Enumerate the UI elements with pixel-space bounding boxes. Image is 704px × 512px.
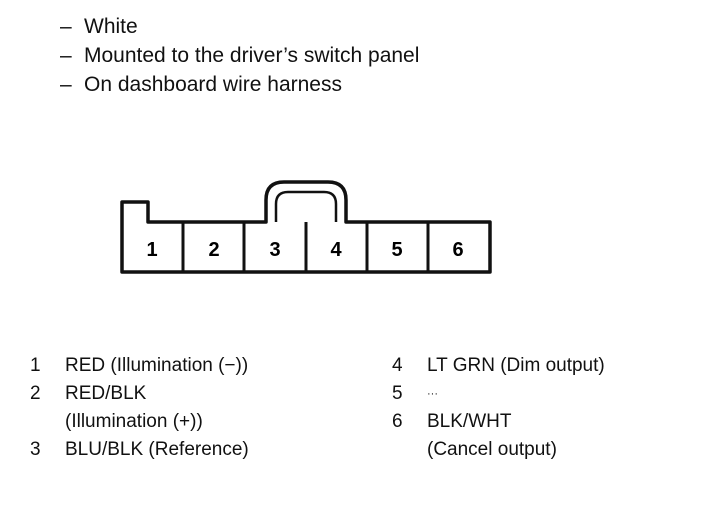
pin-list-left: 1 RED (Illumination (−)) 2 RED/BLK (Illu… [30,352,249,464]
pin-wire: RED (Illumination (−)) [65,355,249,376]
pin-row: 4 LT GRN (Dim output) [392,352,605,380]
pin-number: 2 [30,383,41,404]
pin-number: 1 [30,355,41,376]
pin-description: RED/BLK (Illumination (+)) [65,380,203,436]
pin-row: 2 RED/BLK (Illumination (+)) [30,380,249,436]
pin-cell-6: 6 [452,239,463,261]
pin-number: 5 [392,383,403,404]
pin-wire: BLK/WHT [427,411,512,433]
pin-description: BLU/BLK (Reference) [65,436,249,464]
note-color: –White [60,12,419,41]
pin-cell-5: 5 [391,239,402,261]
pin-number: 4 [392,355,403,376]
note-harness: –On dashboard wire harness [60,70,419,99]
pin-row: 6 BLK/WHT (Cancel output) [392,408,605,464]
note-dash: – [60,44,72,67]
note-dash: – [60,15,72,38]
pin-cell-4: 4 [330,239,342,261]
pin-description: RED (Illumination (−)) [65,352,248,380]
connector-diagram: 1 2 3 4 5 6 [120,180,492,274]
pin-function: (Cancel output) [427,439,557,461]
pin-cell-1: 1 [146,239,157,261]
pin-wire: BLU/BLK (Reference) [65,439,249,460]
pin-description: BLK/WHT (Cancel output) [427,408,557,464]
pin-number: 6 [392,411,403,433]
note-dash: – [60,73,72,96]
locking-tab [274,190,338,222]
pin-list-right: 4 LT GRN (Dim output) 5 ··· 6 BLK/WHT (C… [392,352,605,464]
pin-row: 1 RED (Illumination (−)) [30,352,249,380]
pin-wire: RED/BLK [65,383,147,404]
pin-wire: ··· [427,388,438,400]
pin-description: ··· [427,380,438,408]
pin-cell-2: 2 [208,239,219,261]
pin-row: 5 ··· [392,380,605,408]
pin-description: LT GRN (Dim output) [427,352,605,380]
connector-housing [120,180,492,274]
pin-cell-3: 3 [269,239,280,261]
pin-row: 3 BLU/BLK (Reference) [30,436,249,464]
note-text: White [84,15,138,38]
pin-function: (Illumination (+)) [65,411,203,432]
pin-number: 3 [30,439,41,460]
note-location: –Mounted to the driver’s switch panel [60,41,419,70]
note-text: Mounted to the driver’s switch panel [84,44,420,67]
pin-wire: LT GRN (Dim output) [427,355,605,376]
connector-notes: –White –Mounted to the driver’s switch p… [60,12,419,99]
note-text: On dashboard wire harness [84,73,342,96]
